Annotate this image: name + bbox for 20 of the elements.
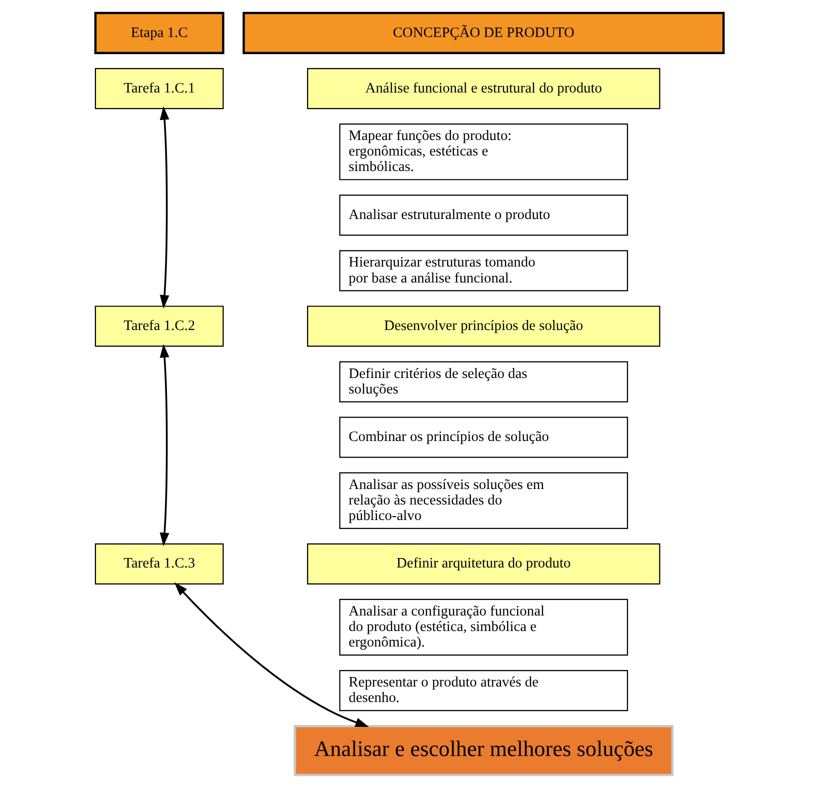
node-box: CONCEPÇÃO DE PRODUTO <box>242 12 724 54</box>
node-box: Analisar e escolher melhores soluções <box>293 725 674 776</box>
node-box: Tarefa 1.C.2 <box>94 306 224 347</box>
node-box: Representar o produto através de desenho. <box>338 670 628 712</box>
node-box: Analisar as possíveis soluções em relação às necessidades do público-alvo <box>338 472 628 529</box>
arrow <box>159 344 169 546</box>
arrow <box>159 106 169 309</box>
node-box: Análise funcional e estrutural do produto <box>306 68 660 110</box>
node-box: Mapear funções do produto: ergonômicas, estéticas e simbólicas. <box>338 124 628 180</box>
node-box: Definir arquitetura do produto <box>306 543 660 584</box>
arrow <box>174 582 368 727</box>
node-box: Analisar estruturalmente o produto <box>338 194 628 236</box>
node-box: Desenvolver princípios de solução <box>306 306 660 347</box>
node-box: Analisar a configuração funcional do produto (estética, simbólica e ergonômica). <box>338 598 628 656</box>
node-box: Tarefa 1.C.3 <box>94 543 224 584</box>
node-box: Definir critérios de seleção das soluções <box>338 361 628 402</box>
node-box: Hierarquizar estruturas tomando por base a análise funcional. <box>338 250 628 292</box>
node-box: Combinar os princípios de solução <box>338 416 628 458</box>
node-box: Etapa 1.C <box>94 12 224 54</box>
node-box: Tarefa 1.C.1 <box>94 68 224 110</box>
